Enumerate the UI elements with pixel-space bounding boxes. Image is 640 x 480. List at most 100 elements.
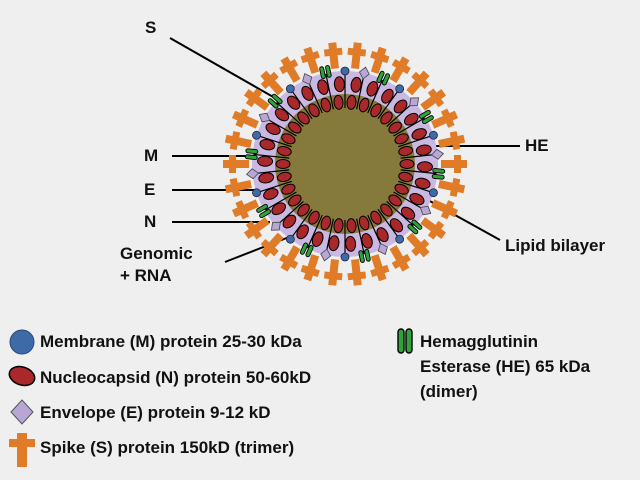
- nucleocapsid-protein: [398, 171, 414, 183]
- hemagglutinin-esterase: [381, 73, 391, 86]
- genomic-rna-strand: [307, 79, 323, 114]
- genomic-rna-strand: [257, 180, 292, 194]
- nucleocapsid-protein: [358, 97, 370, 113]
- legend-he-line1: Hemagglutinin: [420, 332, 539, 351]
- hemagglutinin-esterase-icon: [397, 328, 413, 354]
- membrane-protein-icon-shape: [9, 329, 35, 355]
- spike-protein: [279, 245, 301, 272]
- pointer-line-s: [169, 37, 283, 103]
- genomic-rna-strand: [377, 89, 400, 120]
- hemagglutinin-esterase: [305, 244, 314, 258]
- nucleocapsid-protein: [380, 111, 393, 125]
- genomic-rna-strand: [393, 191, 425, 211]
- envelope-protein: [270, 221, 281, 231]
- membrane-protein-icon: [9, 329, 35, 355]
- genomic-rna-strand: [386, 101, 414, 127]
- nucleocapsid-protein: [281, 133, 296, 145]
- legend-spike: Spike (S) protein 150kD (trimer): [40, 438, 295, 457]
- spike-protein: [231, 199, 259, 220]
- spike-protein: [420, 217, 447, 240]
- viral-core: [275, 94, 415, 234]
- envelope-protein: [320, 248, 332, 262]
- genomic-rna-strand: [356, 218, 365, 255]
- hemagglutinin-esterase: [431, 173, 445, 180]
- membrane-protein: [429, 188, 438, 198]
- nucleocapsid-protein: [398, 145, 414, 157]
- genomic-rna-strand: [356, 73, 365, 110]
- nucleocapsid-protein: [399, 159, 415, 169]
- genomic-rna-strand: [253, 169, 290, 175]
- nucleocapsid-protein: [276, 171, 292, 183]
- label-e: E: [144, 180, 156, 199]
- genomic-rna-strand: [400, 153, 437, 159]
- spike-protein: [323, 259, 343, 286]
- genomic-rna-strand: [398, 180, 433, 194]
- spike-protein-icon: [9, 433, 35, 467]
- envelope-protein-icon-shape: [10, 399, 34, 425]
- genomic-rna-strand: [290, 89, 313, 120]
- spike-protein: [223, 155, 249, 173]
- hemagglutinin-esterase: [432, 167, 446, 174]
- virion-particle: [223, 42, 467, 286]
- nucleocapsid-protein: [394, 183, 409, 195]
- nucleocapsid-protein: [297, 203, 310, 217]
- nucleocapsid-protein: [346, 218, 357, 234]
- hemagglutinin-esterase: [256, 203, 269, 213]
- spike-protein: [389, 245, 411, 272]
- hemagglutinin-esterase: [411, 219, 423, 230]
- nucleocapsid-protein: [281, 183, 296, 195]
- nucleocapsid-protein: [275, 159, 291, 169]
- spike-protein: [224, 131, 252, 151]
- label-m: M: [144, 146, 159, 165]
- spike-protein: [224, 177, 252, 197]
- nucleocapsid-protein: [297, 111, 310, 125]
- nucleocapsid-protein: [394, 133, 409, 145]
- spike-protein: [438, 177, 466, 197]
- membrane-protein: [340, 66, 350, 76]
- hemagglutinin-esterase-icon-left: [397, 328, 405, 354]
- hemagglutinin-esterase: [319, 66, 326, 80]
- nucleocapsid-protein: [320, 215, 332, 231]
- spike-protein: [420, 88, 447, 111]
- spike-protein: [438, 131, 466, 151]
- hemagglutinin-esterase: [376, 70, 385, 84]
- legend-nucleocapsid: Nucleocapsid (N) protein 50-60kD: [40, 368, 312, 387]
- hemagglutinin-esterase: [244, 154, 258, 161]
- nucleocapsid-protein: [350, 76, 362, 93]
- spike-protein: [323, 42, 343, 69]
- hemagglutinin-esterase: [358, 250, 365, 263]
- spike-protein: [260, 70, 284, 96]
- membrane-protein: [395, 234, 405, 244]
- genomic-rna-strand: [276, 201, 304, 227]
- spike-protein: [300, 46, 320, 74]
- nucleocapsid-protein: [276, 145, 292, 157]
- genomic-rna-strand: [307, 214, 323, 249]
- envelope-protein: [358, 66, 370, 80]
- nucleocapsid-protein-icon-shape: [8, 365, 36, 387]
- genomic-rna-strand: [377, 208, 400, 239]
- nucleocapsid-protein: [288, 194, 302, 207]
- spike-protein: [243, 88, 270, 111]
- spike-protein: [370, 46, 390, 74]
- envelope-protein: [258, 112, 271, 123]
- spike-protein: [389, 56, 411, 83]
- nucleocapsid-protein: [346, 94, 357, 110]
- spike-protein: [260, 232, 284, 258]
- virus-diagram: [169, 37, 520, 286]
- hemagglutinin-esterase: [364, 248, 371, 262]
- spike-protein: [441, 155, 467, 173]
- label-genomic-line2: + RNA: [120, 266, 172, 285]
- genomic-rna-strand: [257, 134, 292, 148]
- spike-protein: [406, 70, 430, 96]
- spike-protein: [243, 217, 270, 240]
- nucleocapsid-protein: [416, 161, 433, 173]
- nucleocapsid-protein: [380, 203, 393, 217]
- nucleocapsid-protein: [308, 210, 320, 225]
- nucleocapsid-protein: [308, 103, 320, 118]
- nucleocapsid-protein: [257, 155, 274, 167]
- nucleocapsid-protein: [388, 121, 402, 134]
- nucleocapsid-protein: [333, 218, 344, 234]
- membrane-protein: [340, 252, 350, 262]
- hemagglutinin-esterase: [407, 224, 419, 235]
- spike-protein: [347, 259, 367, 286]
